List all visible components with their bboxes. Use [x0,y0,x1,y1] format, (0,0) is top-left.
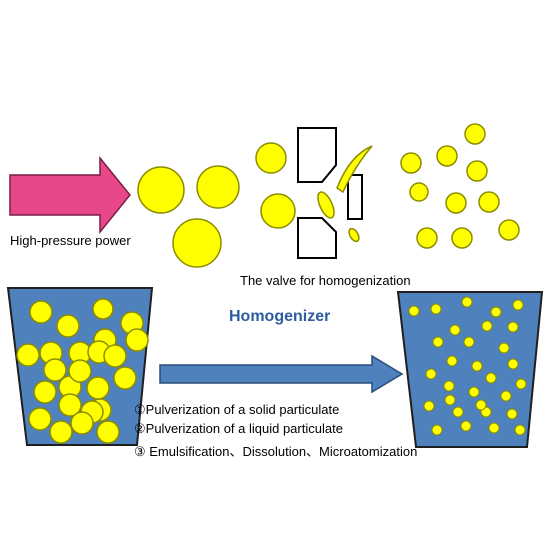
input-particle [137,166,185,214]
fine-particle [507,321,519,333]
fine-particle [443,380,455,392]
fine-particle [488,422,500,434]
fine-particle [485,372,497,384]
valve-upper-block-icon [297,127,337,183]
fine-particle [515,378,527,390]
fine-particle [500,390,512,402]
input-particle [172,218,222,268]
valve-droplet-icon [317,191,335,219]
output-particle [451,227,473,249]
output-particle [464,123,486,145]
diagram-title: Homogenizer [229,308,331,325]
coarse-particle [56,314,80,338]
fine-particle [498,342,510,354]
valve-label: The valve for homogenization [240,273,411,288]
step-3-label: ③ Emulsification、Dissolution、Microatomiz… [134,444,418,459]
fine-particle [423,400,435,412]
fine-particle [463,336,475,348]
fine-particle [490,306,502,318]
valve-droplet-small-icon [348,227,360,243]
fine-particle [449,324,461,336]
output-particle [400,152,422,174]
fine-particle [475,399,487,411]
step-1-label: ①Pulverization of a solid particulate [134,402,340,417]
coarse-particle [86,376,110,400]
input-particle [196,165,240,209]
output-particle [498,219,520,241]
pressure-label: High-pressure power [10,233,131,248]
fine-particle [460,420,472,432]
coarse-particle [58,393,82,417]
coarse-particle [96,420,120,444]
coarse-particle [70,411,94,435]
valve-deflector-icon [336,145,373,194]
fine-particle [408,305,420,317]
valve-plate-icon [347,174,363,220]
output-particle [478,191,500,213]
valve-lower-block-icon [297,217,337,259]
fine-particle [514,424,526,436]
fine-particle [507,358,519,370]
coarse-particle [33,380,57,404]
coarse-particle [68,359,92,383]
particles [16,123,527,444]
output-particle [416,227,438,249]
valve-particle [255,142,287,174]
step-2-label: ②Pulverization of a liquid particulate [134,421,343,436]
valve-particle [260,193,296,229]
fine-particle [512,299,524,311]
fine-particle [425,368,437,380]
fine-particle [444,394,456,406]
output-particle [445,192,467,214]
coarse-particle [113,366,137,390]
output-particle [436,145,458,167]
coarse-particle [103,344,127,368]
fine-particle [446,355,458,367]
coarse-particle [125,328,149,352]
coarse-particle [43,358,67,382]
fine-particle [461,296,473,308]
output-particle [409,182,429,202]
coarse-particle [28,407,52,431]
fine-particle [506,408,518,420]
coarse-particle [16,343,40,367]
fine-particle [452,406,464,418]
coarse-particle [92,298,114,320]
fine-particle [431,424,443,436]
coarse-particle [29,300,53,324]
fine-particle [432,336,444,348]
fine-particle [430,303,442,315]
high-pressure-arrow-icon [9,155,131,235]
fine-particle [481,320,493,332]
process-arrow-icon [159,354,404,394]
fine-particle [468,386,480,398]
output-particle [466,160,488,182]
fine-particle [471,360,483,372]
coarse-particle [49,420,73,444]
